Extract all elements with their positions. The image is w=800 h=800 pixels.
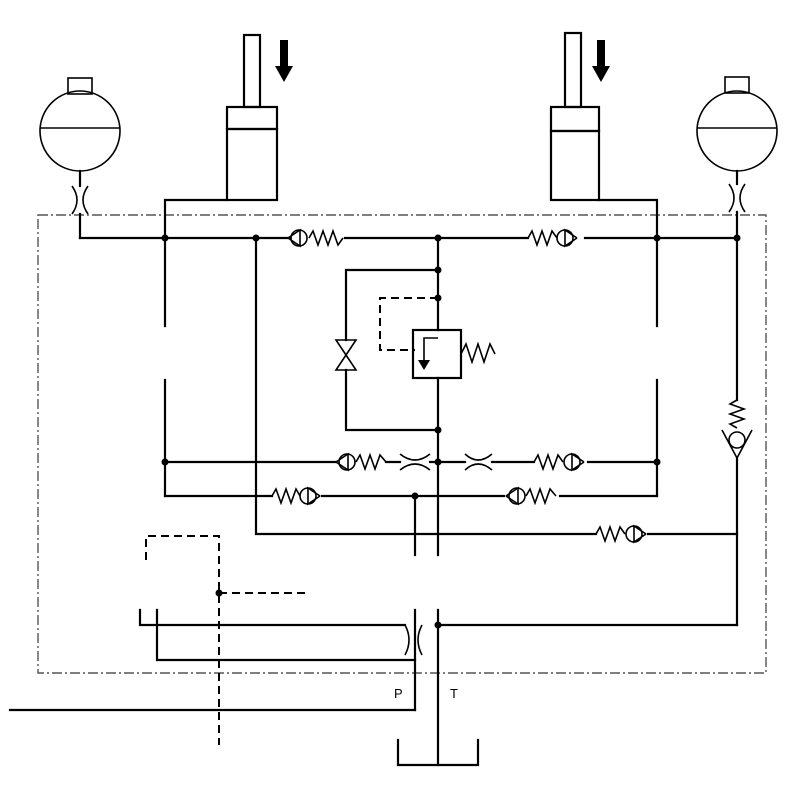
load-arrow-down <box>592 40 610 82</box>
subsystem-boundary <box>37 214 767 674</box>
tank-reservoir <box>396 738 480 767</box>
junction-dots <box>161 234 741 629</box>
port-label-pressure: P <box>394 686 403 701</box>
orifice-pressure-line <box>404 624 423 656</box>
check-valve-top-left <box>287 228 344 248</box>
check-valve-top-right <box>527 228 578 248</box>
shutoff-valve <box>334 334 358 371</box>
check-valve-low-left <box>271 486 321 506</box>
accumulator-left <box>39 77 121 240</box>
control-pilot-lines <box>145 535 308 745</box>
hydraulic-lines <box>8 210 739 767</box>
check-valve-mid-left <box>335 452 387 472</box>
port-label-tank: T <box>450 686 458 701</box>
cylinder-right <box>549 31 659 328</box>
check-valve-vertical <box>721 399 753 460</box>
load-arrow-down <box>275 40 293 82</box>
check-valve-low-right <box>505 486 557 506</box>
accumulator-right <box>696 76 778 186</box>
pressure-relief-valve <box>411 328 496 380</box>
check-valve-return <box>595 524 647 544</box>
cylinder-left <box>163 33 279 328</box>
orifice-accumulator-right <box>728 183 746 213</box>
check-valve-mid-right <box>533 452 585 472</box>
orifice-mid-right <box>464 453 493 471</box>
orifice-accumulator-left <box>71 185 89 215</box>
orifice-mid-left <box>399 453 431 471</box>
